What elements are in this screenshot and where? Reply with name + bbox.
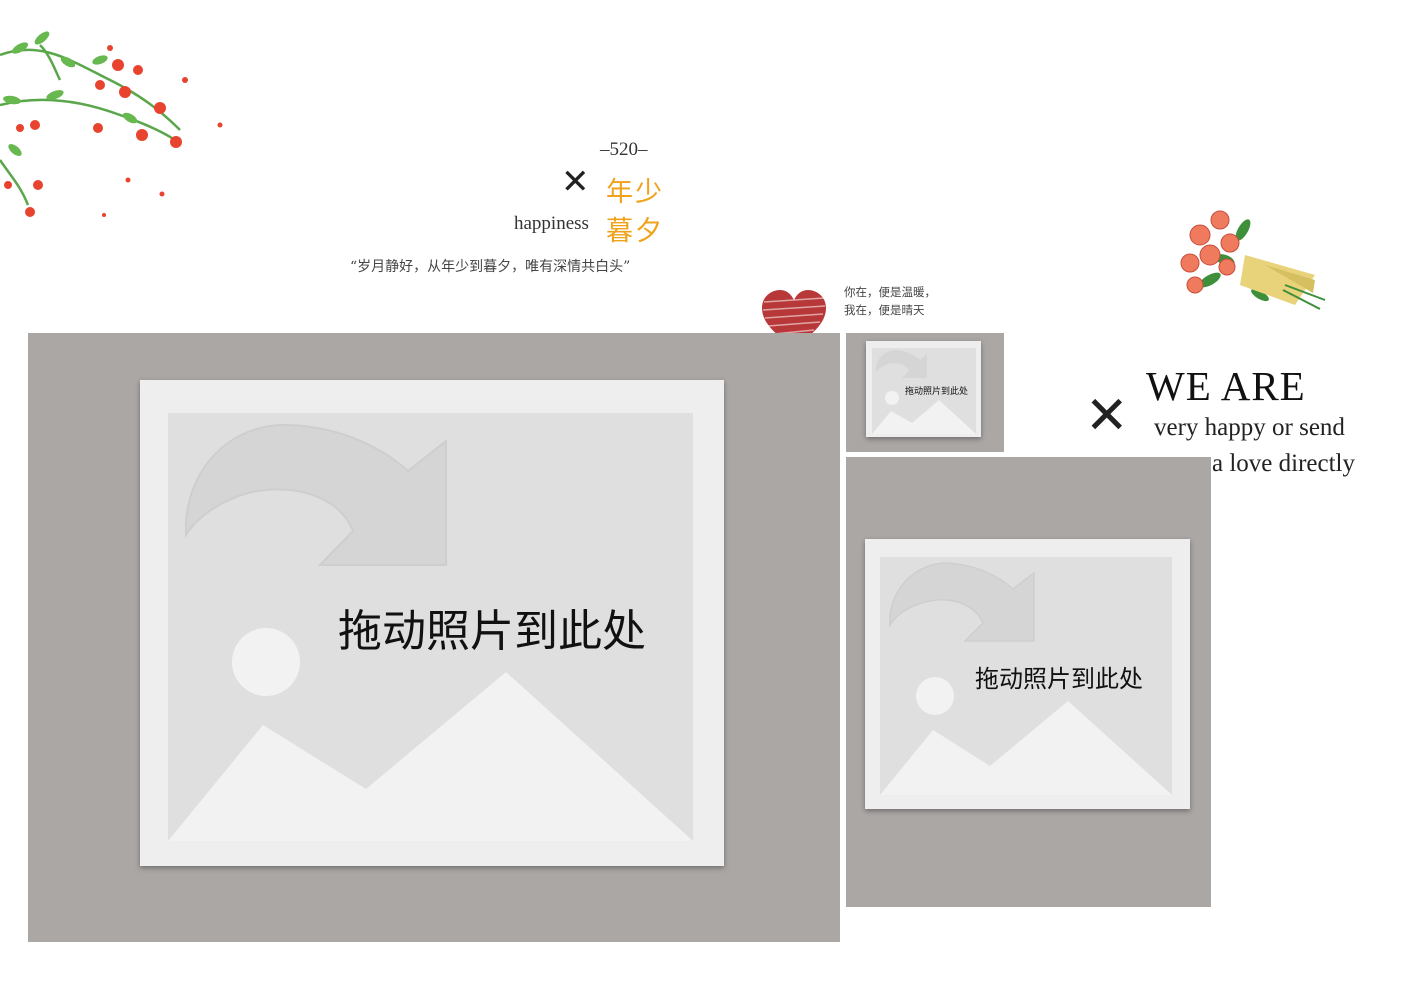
flower-branch-icon <box>0 31 223 217</box>
title-line-2: 暮夕 <box>606 216 664 247</box>
photo-placeholder-card[interactable]: 拖动照片到此处 <box>140 380 724 866</box>
tagline-line-1: very happy or send <box>1154 414 1345 441</box>
quote-text: “岁月静好，从年少到暮夕，唯有深情共白头” <box>350 259 631 275</box>
note-line-2: 我在，便是晴天 <box>844 303 925 317</box>
image-placeholder-icon <box>168 423 693 841</box>
happiness-label: happiness <box>514 213 589 234</box>
cross-icon-large: ✕ <box>1085 386 1129 446</box>
note-line-1: 你在，便是温暖， <box>844 285 936 299</box>
photo-slot-medium[interactable]: 拖动照片到此处 <box>846 457 1211 907</box>
headline: WE ARE <box>1146 363 1306 409</box>
drop-photo-label: 拖动照片到此处 <box>905 387 969 397</box>
cross-icon: ✕ <box>561 162 590 202</box>
rose-bouquet-icon <box>1180 210 1326 310</box>
image-placeholder-icon <box>880 562 1172 795</box>
number-label: –520– <box>600 139 648 160</box>
tagline-line-2: a love directly <box>1212 450 1355 477</box>
title-line-1: 年少 <box>606 177 664 208</box>
image-placeholder-icon <box>872 350 976 434</box>
photo-placeholder-card[interactable]: 拖动照片到此处 <box>865 539 1190 809</box>
note-text: 你在，便是温暖， 我在，便是晴天 <box>844 283 936 319</box>
photo-slot-small[interactable]: 拖动照片到此处 <box>846 333 1004 452</box>
drop-photo-label: 拖动照片到此处 <box>338 606 646 657</box>
drop-photo-label: 拖动照片到此处 <box>975 665 1143 693</box>
photo-slot-large[interactable]: 拖动照片到此处 <box>28 333 840 942</box>
photo-placeholder-card[interactable]: 拖动照片到此处 <box>866 341 981 437</box>
